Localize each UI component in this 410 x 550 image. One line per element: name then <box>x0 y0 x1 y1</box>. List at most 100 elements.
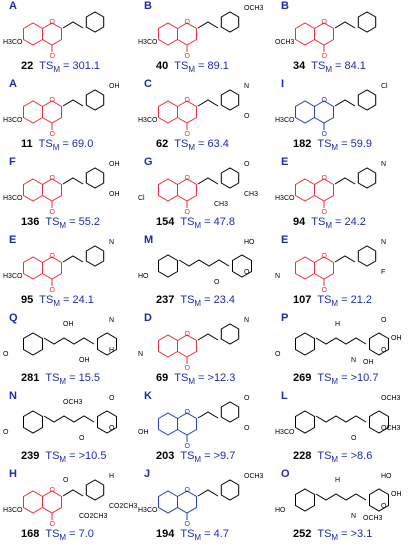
ts-subscript: M <box>52 143 60 153</box>
pyranone-ring <box>314 178 334 202</box>
compound-id: 203 <box>156 450 175 462</box>
ring-oxygen: O <box>185 19 191 26</box>
ts-subscript: M <box>188 65 195 75</box>
pendant-ring <box>220 479 240 501</box>
pendant-ring <box>357 89 377 111</box>
ts-value: = >10.7 <box>338 372 379 384</box>
substituent-label: H <box>109 347 114 354</box>
substituent-label: O <box>214 279 220 286</box>
ts-value: = >9.7 <box>201 450 236 462</box>
scaffold-class-letter: M <box>144 234 154 246</box>
scaffold-class-letter: J <box>144 468 151 480</box>
ts-subscript: M <box>188 143 195 153</box>
compound-id: 11 <box>21 138 33 150</box>
substituent-link <box>197 489 219 497</box>
substituent-label: Cl <box>138 195 145 202</box>
ts-label: TSM <box>174 60 195 75</box>
substituent-label: O <box>63 477 69 484</box>
ring-oxygen: O <box>322 19 328 26</box>
substituent-label: HO <box>381 473 392 480</box>
ts-label: TSM <box>180 450 202 465</box>
scaffold-class-letter: D <box>144 312 152 324</box>
ts-subscript: M <box>331 455 339 465</box>
substituent-label: H3CO <box>275 117 295 124</box>
substituent-label: OH <box>79 357 90 364</box>
substituent-link <box>197 99 219 107</box>
scaffold-class-letter: E <box>9 234 17 246</box>
pendant-ring <box>220 401 240 423</box>
carbonyl-oxygen: O <box>50 209 56 216</box>
ts-value: = 24.1 <box>59 294 94 306</box>
carbonyl-oxygen: O <box>185 521 191 528</box>
substituent-label: O <box>244 425 250 432</box>
carbonyl-oxygen: O <box>50 131 56 138</box>
pendant-ring <box>85 11 105 33</box>
substituent-link <box>197 177 219 185</box>
aryl-ring <box>295 332 315 356</box>
substituent-label: N <box>381 161 386 168</box>
substituent-link <box>334 21 356 29</box>
linker-chain <box>315 493 367 501</box>
carbonyl-oxygen: O <box>185 53 191 60</box>
ts-label: TSM <box>180 294 202 309</box>
ts-value: = 15.5 <box>66 372 101 384</box>
pendant-ring <box>85 89 105 111</box>
compound-id: 62 <box>156 138 169 150</box>
ts-value: = >10.5 <box>66 450 107 462</box>
pyranone-ring <box>314 256 334 280</box>
ring-oxygen: O <box>50 487 56 494</box>
ts-label: TSM <box>311 216 332 231</box>
carbonyl-oxygen: O <box>50 287 56 294</box>
compound-id: 34 <box>293 60 306 72</box>
substituent-label: H3CO <box>3 507 23 514</box>
benzo-ring <box>295 256 315 280</box>
substituent-label: H3CO <box>275 195 295 202</box>
ring-oxygen: O <box>185 175 191 182</box>
benzo-ring <box>158 490 178 514</box>
ring-oxygen: O <box>50 253 56 260</box>
ring-oxygen: O <box>50 19 56 26</box>
substituent-label: OH <box>63 321 74 328</box>
pyranone-ring <box>177 100 197 124</box>
pyranone-ring <box>314 22 334 46</box>
substituent-label: OCH3 <box>275 39 295 46</box>
substituent-label: H3CO <box>138 507 158 514</box>
pyranone-ring <box>177 22 197 46</box>
linker-chain <box>178 259 230 267</box>
substituent-label: H3CO <box>138 117 158 124</box>
aryl-ring <box>295 410 315 434</box>
scaffold-class-letter: E <box>281 156 289 168</box>
substituent-label: OCH3 <box>244 5 264 12</box>
benzo-ring <box>295 178 315 202</box>
compound-caption: 203 TSM = >9.7 <box>156 450 235 464</box>
compound-id: 95 <box>21 294 34 306</box>
linker-chain <box>43 415 95 423</box>
pendant-ring <box>85 245 105 267</box>
compound-id: 107 <box>293 294 312 306</box>
substituent-label: N <box>351 357 356 364</box>
linker-chain <box>315 415 367 423</box>
substituent-link <box>197 333 219 341</box>
terminal-ring <box>232 254 252 278</box>
substituent-label: O <box>3 351 9 358</box>
terminal-ring <box>97 410 117 434</box>
ts-value: = 24.2 <box>331 216 366 228</box>
substituent-link <box>62 177 84 185</box>
carbonyl-oxygen: O <box>322 53 328 60</box>
substituent-label: H3CO <box>3 195 23 202</box>
